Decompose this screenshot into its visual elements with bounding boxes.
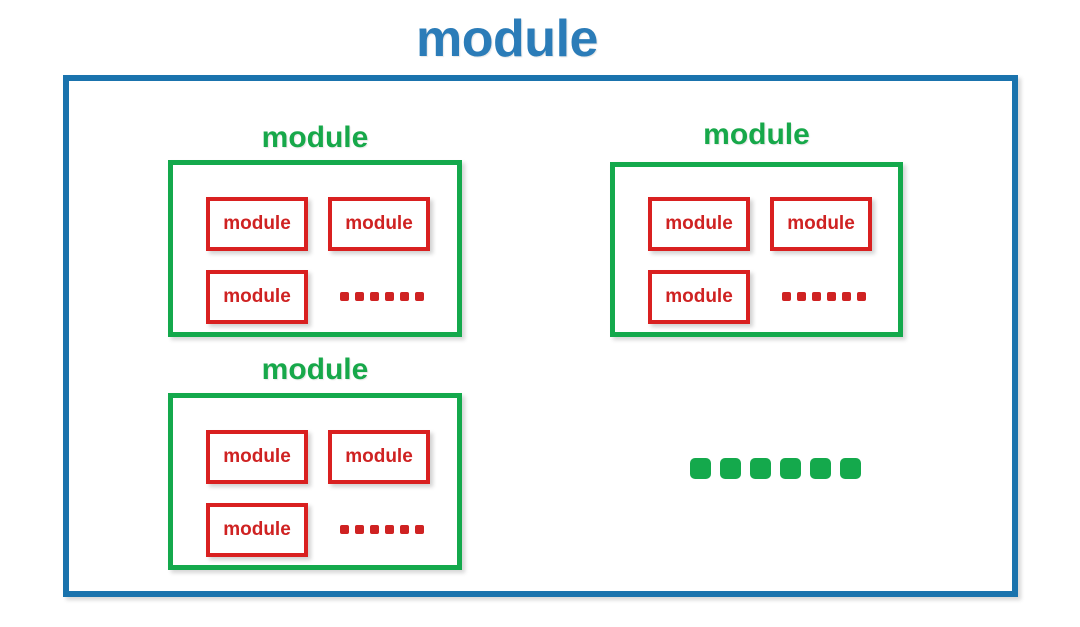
module-leaf[interactable]: module	[206, 197, 308, 251]
ellipsis-dot	[827, 292, 836, 301]
module-leaf-label: module	[345, 213, 413, 234]
group-ellipsis-dot	[840, 458, 861, 479]
ellipsis-dot	[385, 292, 394, 301]
ellipsis-dot	[385, 525, 394, 534]
module-leaf[interactable]: module	[206, 430, 308, 484]
group-ellipsis-dot	[750, 458, 771, 479]
ellipsis-dot	[857, 292, 866, 301]
module-leaf[interactable]: module	[648, 270, 750, 324]
module-leaf[interactable]: module	[328, 197, 430, 251]
module-leaf[interactable]: module	[648, 197, 750, 251]
module-leaf-label: module	[665, 213, 733, 234]
ellipsis-dot	[415, 525, 424, 534]
module-group-1-title: module	[261, 121, 369, 154]
ellipsis-dot	[415, 292, 424, 301]
ellipsis-dot	[370, 292, 379, 301]
ellipsis-dot	[797, 292, 806, 301]
module-leaf[interactable]: module	[770, 197, 872, 251]
module-leaf-label: module	[223, 519, 291, 540]
ellipsis-dot	[812, 292, 821, 301]
group-ellipsis-dot	[780, 458, 801, 479]
ellipsis-dot	[340, 292, 349, 301]
module-leaf-label: module	[223, 446, 291, 467]
module-leaf-label: module	[345, 446, 413, 467]
module-leaf-label: module	[787, 213, 855, 234]
module-leaf[interactable]: module	[328, 430, 430, 484]
group-ellipsis-dot	[720, 458, 741, 479]
module-group-2-box: module module module	[610, 162, 903, 337]
module-group-3: module module module module	[168, 352, 462, 570]
ellipsis-dot	[842, 292, 851, 301]
ellipsis-dot	[355, 292, 364, 301]
root-module-title: module	[416, 10, 598, 68]
group-ellipsis-dot	[690, 458, 711, 479]
module-ellipsis-dots	[340, 525, 424, 534]
module-group-3-box: module module module	[168, 393, 462, 570]
module-leaf[interactable]: module	[206, 503, 308, 557]
ellipsis-dot	[355, 525, 364, 534]
module-ellipsis-dots	[340, 292, 424, 301]
ellipsis-dot	[400, 292, 409, 301]
module-leaf[interactable]: module	[206, 270, 308, 324]
module-ellipsis-dots	[782, 292, 866, 301]
module-group-1: module module module module	[168, 120, 462, 337]
module-leaf-label: module	[223, 213, 291, 234]
module-group-ellipsis-dots	[690, 458, 861, 479]
module-leaf-label: module	[665, 286, 733, 307]
module-group-3-title: module	[261, 353, 369, 386]
group-ellipsis-dot	[810, 458, 831, 479]
module-group-2: module module module module	[610, 117, 903, 337]
module-group-1-box: module module module	[168, 160, 462, 337]
ellipsis-dot	[370, 525, 379, 534]
ellipsis-dot	[340, 525, 349, 534]
module-group-2-title: module	[703, 118, 810, 151]
module-leaf-label: module	[223, 286, 291, 307]
ellipsis-dot	[400, 525, 409, 534]
ellipsis-dot	[782, 292, 791, 301]
